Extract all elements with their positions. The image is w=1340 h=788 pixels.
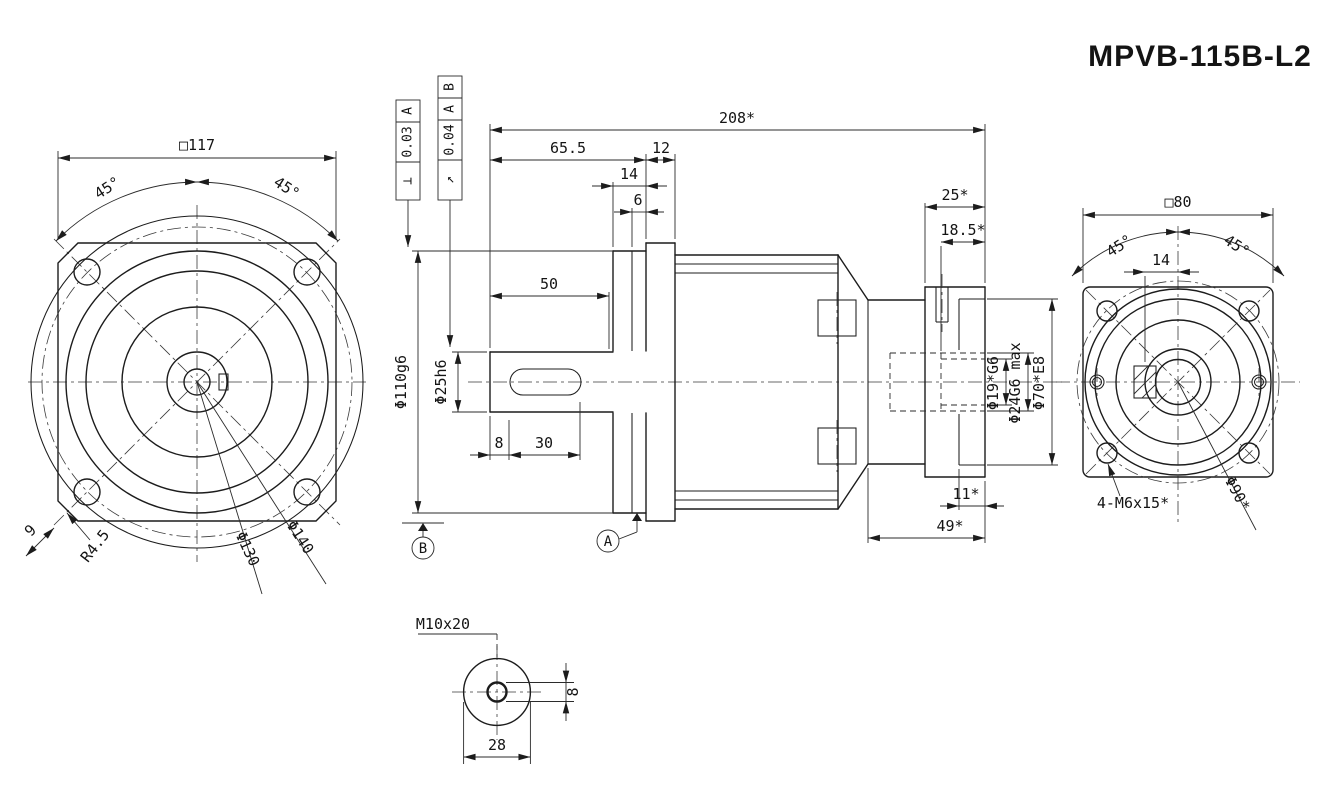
dim-recess-depth: 11* bbox=[952, 485, 979, 503]
pilot-boss bbox=[612, 250, 647, 514]
detail-dim-shaft-width: 28 bbox=[463, 702, 531, 764]
rear-flange-outline bbox=[1082, 286, 1274, 478]
dim-pilot-length: 14 bbox=[620, 165, 638, 183]
runout-value: 0.04 bbox=[443, 124, 458, 155]
datum-a-label: A bbox=[604, 534, 613, 550]
tapped-hole-section bbox=[935, 274, 949, 332]
side-dims-top: 208* 65.5 12 14 6 50 25* bbox=[489, 109, 986, 351]
rear-keyway bbox=[1133, 365, 1157, 399]
rear-dim-bolt-circle: Φ90* bbox=[1177, 381, 1257, 531]
datum-b: B bbox=[402, 522, 444, 560]
perpendicularity-symbol: ⊥ bbox=[401, 177, 416, 185]
detail-dim-key-width: 8 bbox=[506, 663, 582, 721]
rear-angle-right-label: 45° bbox=[1220, 231, 1253, 261]
side-view: 208* 65.5 12 14 6 50 25* bbox=[392, 109, 1062, 560]
dim-input-bore-max: Φ24G6 max bbox=[1006, 342, 1024, 423]
dim-key-offset: 8 bbox=[494, 434, 503, 452]
datum-a: A bbox=[596, 513, 642, 553]
rear-dim-bolt-holes-label: 4-M6x15* bbox=[1097, 494, 1169, 512]
perpendicularity-value: 0.03 bbox=[401, 126, 416, 157]
detail-dim-thread-label: M10x20 bbox=[416, 615, 470, 633]
rear-circles bbox=[1076, 280, 1280, 484]
front-dim-square-label: □117 bbox=[179, 136, 215, 154]
side-dims-left-diameters: Φ110g6 Φ25h6 bbox=[392, 250, 613, 514]
rear-dim-square-label: □80 bbox=[1164, 193, 1191, 211]
gearbox-body bbox=[674, 254, 869, 510]
front-dim-corner-radius-label: R4.5 bbox=[77, 526, 113, 566]
rear-view: □80 45° 45° 14 4-M6x15* Φ90* bbox=[1056, 193, 1300, 531]
datum-b-label: B bbox=[419, 541, 427, 557]
tolerance-frames: ⊥ 0.03 A ↗ 0.04 A B bbox=[395, 75, 463, 347]
side-dims-rear: 11* 49* bbox=[867, 468, 1004, 543]
front-circles bbox=[30, 215, 364, 549]
dim-step: 6 bbox=[633, 191, 642, 209]
runout-datum-primary: A bbox=[443, 105, 458, 113]
rear-dim-bolt-holes: 4-M6x15* bbox=[1097, 463, 1169, 512]
front-keyway bbox=[218, 373, 229, 391]
dim-shaft-to-flange: 65.5 bbox=[550, 139, 586, 157]
runout-frame: ↗ 0.04 A B bbox=[437, 75, 463, 347]
shaft-keyway-slot bbox=[509, 368, 582, 396]
dim-shaft-dia: Φ25h6 bbox=[432, 359, 450, 404]
side-dims-keyway: 8 30 bbox=[470, 402, 581, 460]
runout-symbol: ↗ bbox=[443, 176, 458, 184]
detail-shaft-circle bbox=[462, 657, 532, 727]
dim-adapter: 25* bbox=[941, 186, 968, 204]
detail-dim-shaft-width-label: 28 bbox=[488, 736, 506, 754]
detail-thread-circle bbox=[486, 681, 508, 703]
rear-dim-bolt-circle-label: Φ90* bbox=[1221, 473, 1254, 513]
dim-input-bore: Φ19*G6 bbox=[984, 356, 1002, 410]
front-flange-section bbox=[645, 242, 676, 522]
runout-datum-secondary: B bbox=[443, 83, 458, 91]
front-dim-chamfer-label: 9 bbox=[21, 521, 40, 540]
rear-bolt-holes bbox=[1089, 300, 1267, 464]
detail-dim-thread: M10x20 bbox=[416, 615, 498, 657]
output-shaft bbox=[489, 351, 614, 413]
front-dim-diameters: Φ130 Φ140 bbox=[196, 381, 327, 595]
dim-rear-length: 49* bbox=[936, 517, 963, 535]
dim-spigot: Φ70*E8 bbox=[1030, 356, 1048, 410]
rear-angle-left-label: 45° bbox=[1103, 231, 1136, 261]
detail-view: M10x20 8 28 bbox=[416, 615, 582, 764]
front-dim-chamfer: 9 bbox=[21, 521, 55, 557]
front-flange-outline bbox=[57, 242, 337, 522]
detail-dim-key-width-label: 8 bbox=[564, 687, 582, 696]
drawing-title: MPVB-115B-L2 bbox=[1088, 40, 1312, 73]
front-dim-outer-label: Φ140 bbox=[283, 517, 318, 557]
front-view: □117 45° 45° 9 R4.5 Φ130 Φ140 bbox=[21, 136, 366, 595]
front-bolt-holes bbox=[73, 258, 321, 506]
dim-total-length: 208* bbox=[719, 109, 755, 127]
front-dim-bolt-circle-label: Φ130 bbox=[232, 529, 264, 569]
dim-flange-thickness: 12 bbox=[652, 139, 670, 157]
perpendicularity-datum: A bbox=[401, 107, 416, 115]
dim-pilot-dia: Φ110g6 bbox=[392, 355, 410, 409]
rear-dim-keyway-label: 14 bbox=[1152, 251, 1170, 269]
dim-shaft-length: 50 bbox=[540, 275, 558, 293]
dim-bore-depth: 18.5* bbox=[940, 221, 985, 239]
side-dims-right-diameters: Φ19*G6 Φ24G6 max Φ70*E8 bbox=[984, 298, 1058, 466]
motor-adapter bbox=[867, 274, 986, 478]
rear-dim-keyway: 14 bbox=[1124, 251, 1199, 362]
dim-key-length: 30 bbox=[535, 434, 553, 452]
perpendicularity-frame: ⊥ 0.03 A bbox=[395, 99, 421, 247]
